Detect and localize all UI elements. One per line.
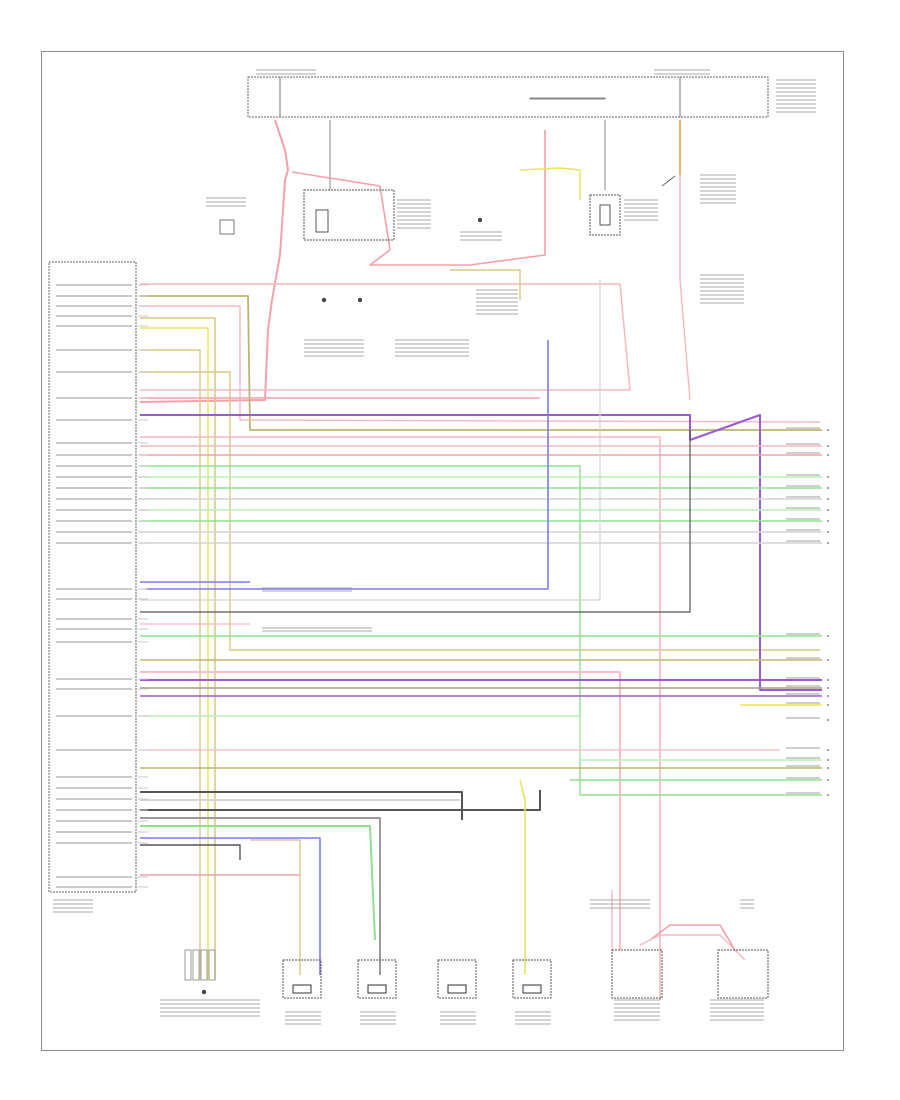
wire-end-dot-0 bbox=[827, 429, 829, 431]
wire-green-sensor bbox=[140, 825, 376, 941]
connector-pin-0 bbox=[184, 949, 192, 981]
fuse-panel bbox=[247, 76, 769, 118]
wire-pink-right bbox=[679, 175, 691, 401]
wire-dark-1 bbox=[140, 430, 691, 613]
wire-gray-vertical bbox=[140, 280, 601, 601]
wheel-sensor-body-4 bbox=[522, 984, 542, 994]
wheel-sensor-body-2 bbox=[367, 984, 387, 994]
yaw-sensor-2 bbox=[717, 949, 769, 999]
wire-end-dot-9 bbox=[827, 542, 829, 544]
switch-contact bbox=[661, 175, 676, 187]
wire-pink-yaw-2 bbox=[639, 934, 746, 961]
wire-end-dot-8 bbox=[827, 531, 829, 533]
wire-tan-top bbox=[450, 269, 521, 300]
wire-dark-short bbox=[140, 844, 241, 860]
wire-tan-long bbox=[140, 371, 820, 651]
wire-green-1 bbox=[140, 465, 822, 796]
wire-pink-sensor-1 bbox=[140, 671, 621, 950]
control-module bbox=[48, 261, 137, 893]
wire-tan-down-1 bbox=[140, 317, 216, 980]
wire-end-dot-7 bbox=[827, 520, 829, 522]
ground-2-icon bbox=[357, 297, 363, 303]
wire-end-dot-6 bbox=[827, 509, 829, 511]
wheel-sensor-1 bbox=[282, 959, 322, 999]
wire-pink-2 bbox=[140, 305, 821, 423]
relay-upper bbox=[303, 189, 395, 241]
wire-end-dot-21 bbox=[827, 794, 829, 796]
wire-end-dot-18 bbox=[827, 759, 829, 761]
wire-end-dot-12 bbox=[827, 679, 829, 681]
wire-end-dot-19 bbox=[827, 767, 829, 769]
connector-pin-3 bbox=[208, 949, 216, 981]
wire-yellow-top bbox=[519, 167, 581, 200]
wire-end-dot-16 bbox=[827, 719, 829, 721]
wire-lgreen-3 bbox=[140, 715, 822, 761]
wire-pink-vertical bbox=[140, 436, 661, 1000]
wire-end-dot-13 bbox=[827, 687, 829, 689]
yaw-sensor-1 bbox=[611, 949, 663, 999]
relay-upper-coil bbox=[315, 209, 329, 233]
fuse-small bbox=[219, 219, 235, 235]
wire-yellow-down bbox=[140, 327, 209, 980]
wheel-sensor-4 bbox=[512, 959, 552, 999]
wheel-sensor-body-1 bbox=[292, 984, 312, 994]
wire-olive-1 bbox=[140, 295, 822, 431]
wire-blue-sensor bbox=[140, 837, 321, 975]
wire-pink-loop bbox=[140, 283, 631, 391]
wire-end-dot-15 bbox=[827, 704, 829, 706]
wire-end-dot-20 bbox=[827, 779, 829, 781]
wire-end-dot-14 bbox=[827, 695, 829, 697]
wire-gray-sensor-2 bbox=[140, 817, 381, 975]
relay-right bbox=[589, 194, 621, 236]
wheel-sensor-3 bbox=[437, 959, 477, 999]
connector-pin-1 bbox=[192, 949, 200, 981]
wheel-sensor-body-3 bbox=[447, 984, 467, 994]
relay-right-coil bbox=[599, 204, 611, 226]
wire-power-red bbox=[139, 119, 289, 403]
wire-end-dot-3 bbox=[827, 476, 829, 478]
ground-bottom-icon bbox=[201, 989, 207, 995]
wire-end-dot-10 bbox=[827, 635, 829, 637]
wire-layer bbox=[139, 119, 822, 1000]
wire-end-dot-5 bbox=[827, 498, 829, 500]
wire-dark-sensor-2 bbox=[140, 790, 541, 811]
wire-dark-sensor bbox=[140, 791, 463, 820]
wire-end-dot-4 bbox=[827, 487, 829, 489]
wire-end-dot-2 bbox=[827, 454, 829, 456]
wire-end-dot-11 bbox=[827, 659, 829, 661]
connector-pin-2 bbox=[200, 949, 208, 981]
wire-end-dot-1 bbox=[827, 445, 829, 447]
wire-tan-down-2 bbox=[140, 349, 201, 980]
ground-3-icon bbox=[477, 217, 483, 223]
wire-purple-1 bbox=[140, 414, 822, 691]
wire-red-yaw bbox=[649, 924, 736, 951]
ground-1-icon bbox=[321, 297, 327, 303]
wire-tan-sensor bbox=[250, 839, 301, 975]
diagram-frame bbox=[41, 51, 844, 1051]
wire-relay-loop-red bbox=[291, 130, 546, 266]
wire-blue-vertical bbox=[145, 340, 549, 590]
component-layer bbox=[48, 69, 829, 1025]
wire-yellow-sensor bbox=[519, 779, 526, 975]
wire-end-dot-17 bbox=[827, 749, 829, 751]
bus-bar bbox=[529, 97, 606, 100]
wheel-sensor-2 bbox=[357, 959, 397, 999]
